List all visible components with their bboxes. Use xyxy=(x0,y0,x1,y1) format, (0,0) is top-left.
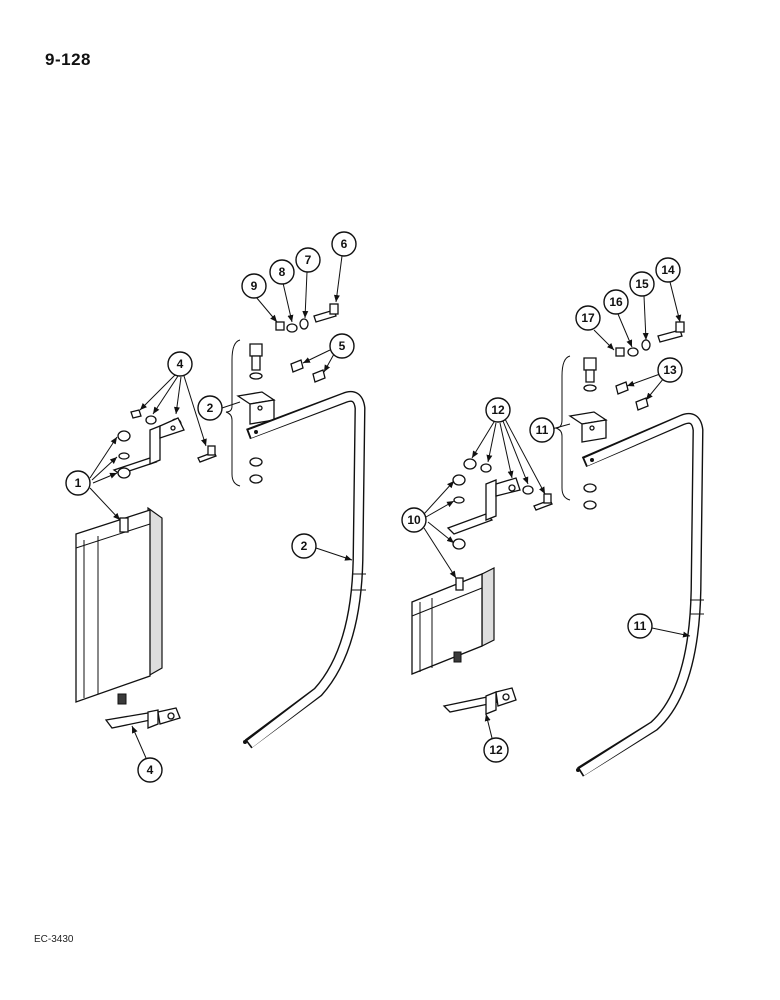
figure-code: EC-3430 xyxy=(34,934,74,945)
callout-12-upper-label: 12 xyxy=(491,403,505,417)
callout-13-label: 13 xyxy=(663,363,677,377)
page-number: 9-128 xyxy=(45,50,91,69)
leader-lines xyxy=(89,255,691,759)
callout-15: 15 xyxy=(629,271,655,297)
callout-1-label: 1 xyxy=(75,476,82,490)
mirror-support-tube-right xyxy=(576,412,704,777)
callout-16-label: 16 xyxy=(609,295,623,309)
callout-11-tube-label: 11 xyxy=(634,619,647,633)
callout-8: 8 xyxy=(269,259,295,285)
mirror-head-small xyxy=(411,567,495,675)
callout-10-label: 10 xyxy=(407,513,421,527)
callout-11-bracket-label: 11 xyxy=(536,423,549,437)
lower-swivel-bracket-right xyxy=(442,687,517,715)
callout-17: 17 xyxy=(575,305,601,331)
callout-13: 13 xyxy=(657,357,683,383)
right-hardware-set xyxy=(452,458,553,550)
callout-5: 5 xyxy=(329,333,355,359)
mirror-support-tube-left xyxy=(243,390,366,749)
callout-9-label: 9 xyxy=(251,279,258,293)
upper-swivel-bracket-right xyxy=(446,477,521,535)
callout-5-label: 5 xyxy=(339,339,346,353)
callout-2-tube: 2 xyxy=(291,533,317,559)
lower-swivel-bracket-left xyxy=(104,707,181,729)
callout-8-label: 8 xyxy=(279,265,286,279)
callout-14: 14 xyxy=(655,257,681,283)
callout-2-bracket: 2 xyxy=(197,395,223,421)
callout-10: 10 xyxy=(401,507,427,533)
callout-4-lower: 4 xyxy=(137,757,163,783)
callout-4-upper: 4 xyxy=(167,351,193,377)
callout-11-tube: 11 xyxy=(627,613,653,639)
callout-12-upper: 12 xyxy=(485,397,511,423)
upper-swivel-bracket-left xyxy=(112,417,185,475)
callout-14-label: 14 xyxy=(661,263,675,277)
callout-16: 16 xyxy=(603,289,629,315)
callout-1: 1 xyxy=(65,470,91,496)
callout-2-bracket-label: 2 xyxy=(207,401,214,415)
callout-12-lower-label: 12 xyxy=(489,743,503,757)
callout-9: 9 xyxy=(241,273,267,299)
callout-6-label: 6 xyxy=(341,237,348,251)
left-hardware-set xyxy=(117,409,217,479)
callout-15-label: 15 xyxy=(635,277,649,291)
callout-4-upper-label: 4 xyxy=(177,357,184,371)
callout-7-label: 7 xyxy=(305,253,312,267)
callout-7: 7 xyxy=(295,247,321,273)
left-mount-bracket-cluster xyxy=(225,303,339,487)
callout-11-bracket: 11 xyxy=(529,417,555,443)
callout-12-lower: 12 xyxy=(483,737,509,763)
callout-17-label: 17 xyxy=(581,311,595,325)
right-mount-bracket-cluster xyxy=(555,321,685,510)
callout-4-lower-label: 4 xyxy=(147,763,154,777)
mirror-head-large xyxy=(75,506,163,705)
callout-2-tube-label: 2 xyxy=(301,539,308,553)
callout-6: 6 xyxy=(331,231,357,257)
